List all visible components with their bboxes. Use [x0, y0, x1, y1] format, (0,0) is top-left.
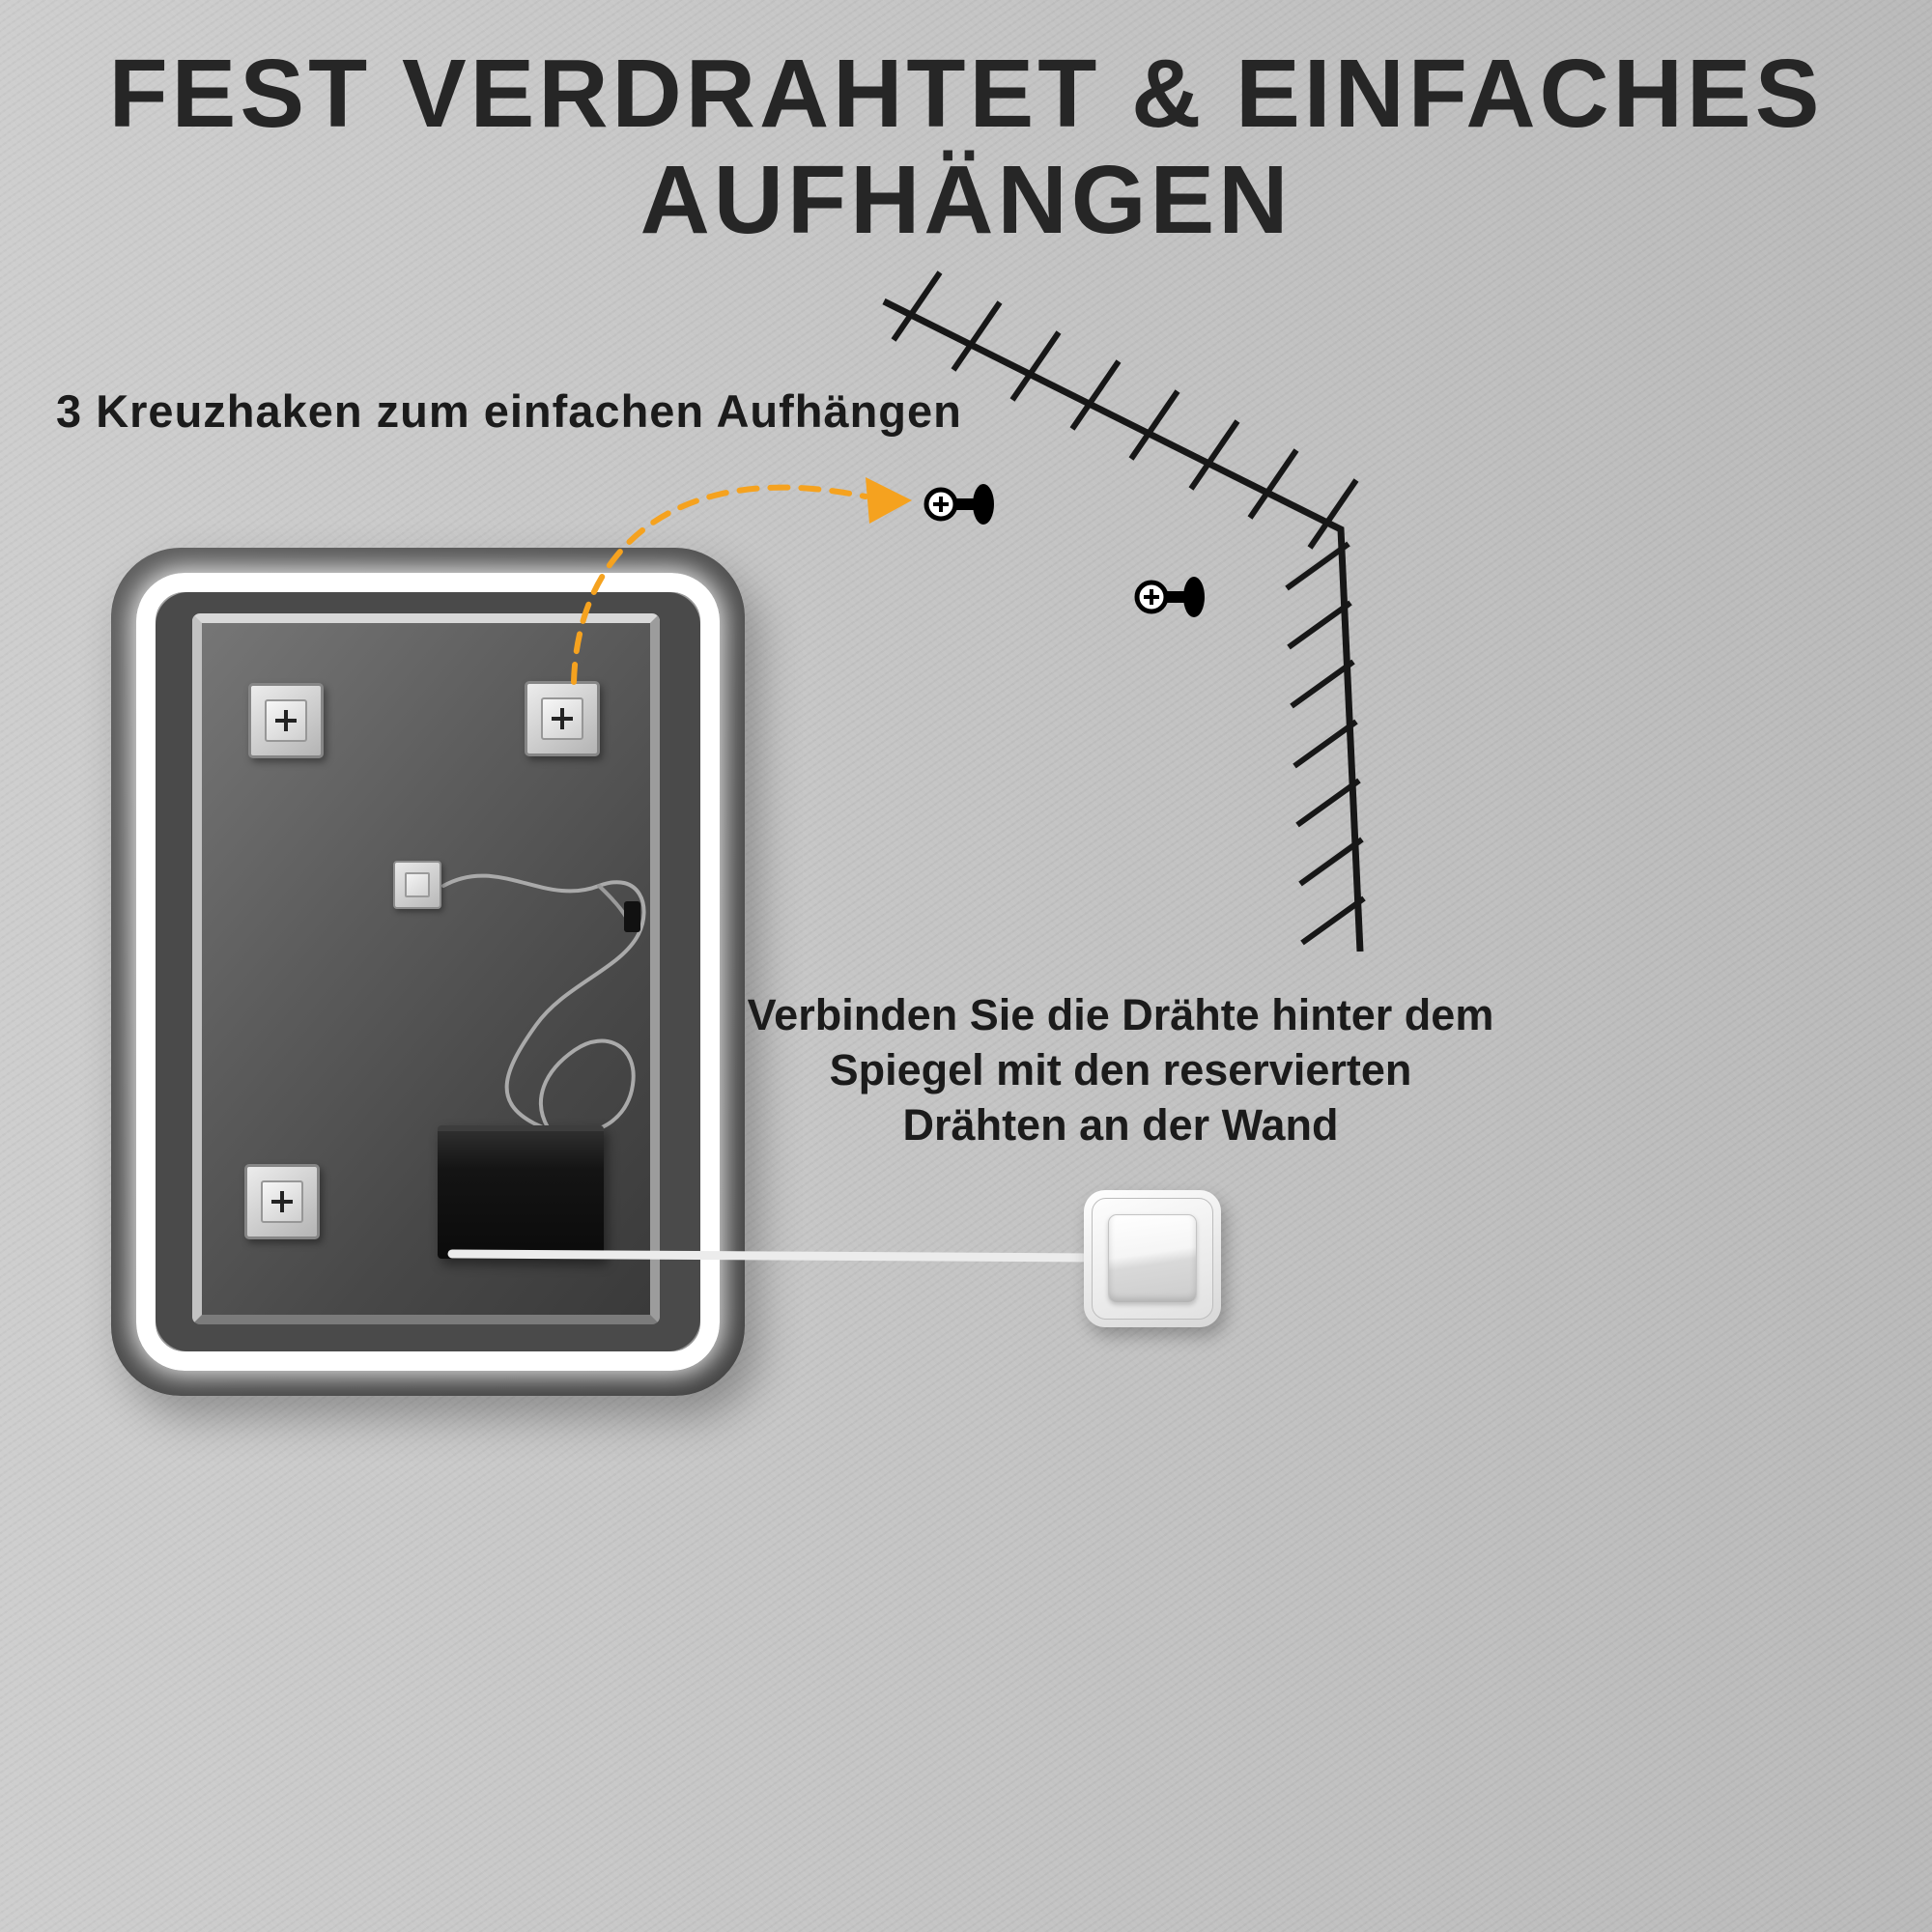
touch-connector-icon: [393, 861, 441, 909]
cross-hook-plate: [261, 1180, 303, 1223]
wall-screw-icon: [923, 484, 994, 525]
cross-hook-icon: [525, 681, 600, 756]
cross-mark: [284, 710, 288, 731]
title-line-2: AUFHÄNGEN: [639, 146, 1293, 254]
wall-corner-sketch-icon: [882, 270, 1366, 952]
title-line-1: FEST VERDRAHTET & EINFACHES: [108, 40, 1824, 148]
cross-hook-icon: [244, 1164, 320, 1239]
wire-plug: [624, 901, 640, 932]
cross-hook-plate: [265, 699, 307, 742]
cross-hook-icon: [248, 683, 324, 758]
touch-connector-inner: [405, 872, 430, 897]
hooks-caption: 3 Kreuzhaken zum einfachen Aufhängen: [56, 385, 962, 437]
wires-layer: [441, 873, 646, 1136]
light-switch-icon: [1084, 1190, 1221, 1327]
wall-screw-icon: [1134, 577, 1205, 617]
wire-cable: [441, 873, 646, 1136]
mirror-back-view: [111, 548, 745, 1396]
cross-mark: [560, 708, 564, 729]
cross-mark: [280, 1191, 284, 1212]
switch-rocker: [1108, 1214, 1197, 1303]
wiring-caption-line-1: Verbinden Sie die Drähte hinter dem: [747, 990, 1494, 1039]
page-title: FEST VERDRAHTET & EINFACHES AUFHÄNGEN: [0, 41, 1932, 253]
junction-box-icon: [438, 1125, 604, 1259]
switch-plate: [1092, 1198, 1213, 1320]
cross-hook-plate: [541, 697, 583, 740]
wiring-caption: Verbinden Sie die Drähte hinter dem Spie…: [744, 987, 1497, 1152]
wiring-caption-line-2: Spiegel mit den reservierten: [829, 1045, 1412, 1094]
wiring-caption-line-3: Drähten an der Wand: [902, 1100, 1339, 1150]
led-ring: [136, 573, 720, 1371]
